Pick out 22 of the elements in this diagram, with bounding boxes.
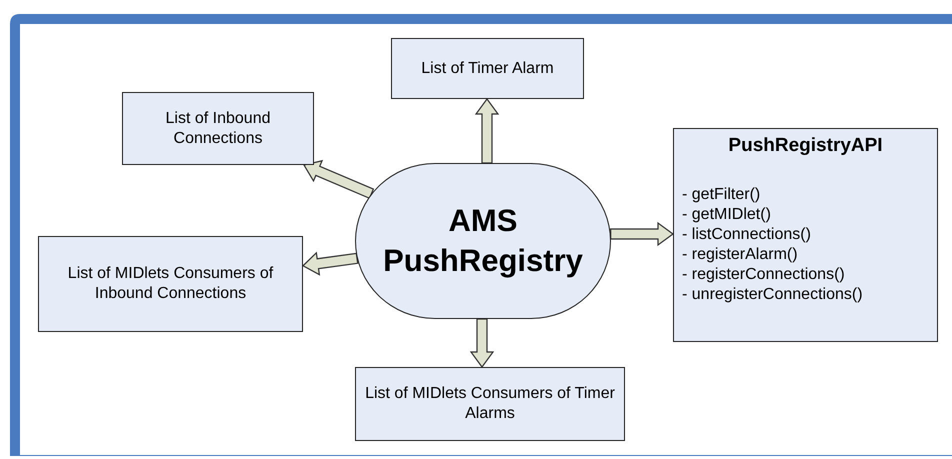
list-box bbox=[122, 92, 314, 165]
node-label: List of Inbound Connections bbox=[164, 108, 272, 148]
block-arrow bbox=[474, 98, 500, 164]
method-name: - unregisterConnections() bbox=[682, 285, 863, 305]
node-label: AMS PushRegistry bbox=[382, 202, 584, 280]
method-name: - registerAlarm() bbox=[682, 245, 798, 265]
block-arrow bbox=[303, 160, 374, 200]
node-label: List of MIDlets Consumers of Inbound Connections bbox=[66, 264, 274, 304]
method-name: - listConnections() bbox=[682, 225, 811, 245]
class-title: PushRegistryAPI bbox=[728, 135, 883, 157]
list-box bbox=[391, 38, 584, 99]
list-box bbox=[355, 367, 625, 441]
block-arrow bbox=[610, 222, 674, 246]
api-class-box bbox=[673, 128, 938, 342]
method-name: - getMIDlet() bbox=[682, 205, 771, 225]
block-arrow bbox=[302, 252, 358, 276]
node-label: List of Timer Alarm bbox=[421, 58, 554, 78]
method-name: - registerConnections() bbox=[682, 265, 845, 285]
block-arrow bbox=[470, 318, 494, 368]
method-name: - getFilter() bbox=[682, 185, 760, 205]
list-box bbox=[38, 236, 303, 332]
node-label: List of MIDlets Consumers of Timer Alarms bbox=[364, 384, 616, 424]
